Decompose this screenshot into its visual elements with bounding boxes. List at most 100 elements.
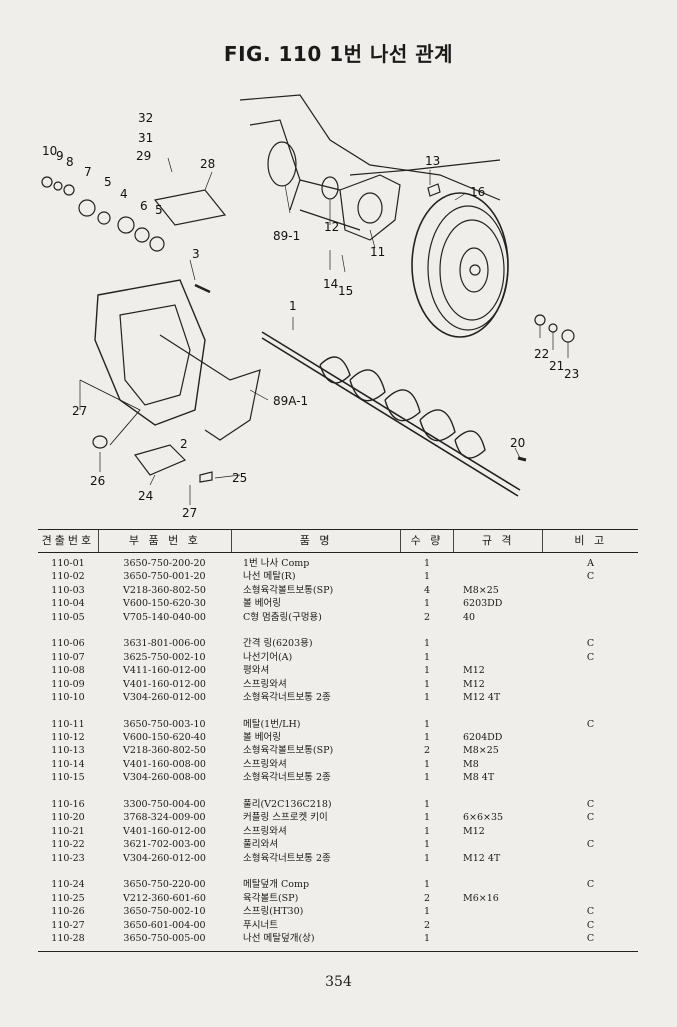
cell-part-no: 3300-750-004-00 xyxy=(123,799,206,811)
snap-ring-5 xyxy=(134,227,150,243)
cell-qty: 1 xyxy=(423,799,431,811)
cell-spec: M12 4T xyxy=(463,691,501,703)
callout-9: 9 xyxy=(56,149,64,163)
cell-qty: 2 xyxy=(423,919,431,931)
cell-remarks xyxy=(543,597,638,610)
gear-metal-housing xyxy=(94,279,206,426)
cell-part-no: 3650-750-005-00 xyxy=(123,932,206,944)
cell-spec xyxy=(453,651,543,664)
callout-3: 3 xyxy=(192,247,200,261)
cell-part-no xyxy=(98,704,231,717)
pulley-bore xyxy=(469,264,481,276)
callout-2: 2 xyxy=(180,437,188,451)
cell-qty: 1 xyxy=(423,772,431,784)
cell-part-name xyxy=(231,865,401,878)
cell-spec xyxy=(453,838,543,851)
cell-remarks xyxy=(543,678,638,691)
spacer-6 xyxy=(97,211,111,225)
cell-spec: 40 xyxy=(463,611,476,623)
cell-ref-no: 110-09 xyxy=(51,678,85,690)
cell-part-name: 나선 메탈덮개(상) xyxy=(243,932,315,944)
callout-24: 24 xyxy=(138,489,153,503)
cell-qty: 1 xyxy=(423,598,431,610)
callout-25: 25 xyxy=(232,471,247,485)
callout-15: 15 xyxy=(338,284,353,298)
cell-part-no: V401-160-012-00 xyxy=(123,678,206,690)
cell-ref-no: 110-07 xyxy=(51,651,85,663)
washer-9 xyxy=(53,181,63,191)
cell-part-no: V218-360-802-50 xyxy=(123,745,206,757)
callout-16: 16 xyxy=(470,185,485,199)
cell-ref-no: 110-21 xyxy=(51,825,85,837)
cell-part-name xyxy=(231,785,401,798)
cell-spec xyxy=(453,570,543,583)
cell-qty: 1 xyxy=(423,571,431,583)
cell-remarks xyxy=(543,865,638,878)
cell-part-name: 소형육각너트보통 2종 xyxy=(243,852,331,864)
cell-ref-no: 110-10 xyxy=(51,691,85,703)
cell-spec xyxy=(453,919,543,932)
gear-metal-inner xyxy=(119,304,191,406)
callout-4: 4 xyxy=(120,187,128,201)
washer-21 xyxy=(548,323,558,333)
cell-ref-no: 110-16 xyxy=(51,799,85,811)
cell-part-no: 3650-750-003-10 xyxy=(123,718,206,730)
callout-23: 23 xyxy=(564,367,579,381)
cell-part-no: V304-260-012-00 xyxy=(123,852,206,864)
callout-89a-1: 89A-1 xyxy=(273,394,308,408)
metal-plate xyxy=(159,334,261,441)
cell-qty: 4 xyxy=(423,584,431,596)
cell-part-no: 3650-750-220-00 xyxy=(123,879,206,891)
figure-title: FIG. 110 1번 나선 관계 xyxy=(223,42,454,66)
cell-remarks xyxy=(543,704,638,717)
table-spacer-row xyxy=(38,785,638,798)
cell-part-no: V600-150-620-40 xyxy=(123,732,206,744)
cell-remarks xyxy=(543,785,638,798)
cell-spec xyxy=(453,785,543,798)
washer-22 xyxy=(534,314,546,326)
cell-qty: 1 xyxy=(423,758,431,770)
callout-29: 29 xyxy=(136,149,151,163)
header-spec: 규 격 xyxy=(454,530,544,552)
cell-ref-no: 110-06 xyxy=(51,638,85,650)
cell-spec xyxy=(453,557,543,570)
cell-ref-no: 110-03 xyxy=(51,584,85,596)
cell-spec xyxy=(453,718,543,731)
cell-remarks xyxy=(543,744,638,757)
cell-remarks: C xyxy=(586,879,595,891)
callout-6: 6 xyxy=(140,199,148,213)
cell-part-no: 3768-324-009-00 xyxy=(123,812,206,824)
cell-spec xyxy=(453,798,543,811)
cell-part-name: 스프링(HT30) xyxy=(243,906,304,918)
cell-spec: 6204DD xyxy=(463,732,503,744)
cell-remarks xyxy=(543,584,638,597)
cell-part-no: V218-360-802-50 xyxy=(123,584,206,596)
cell-part-no: V401-160-012-00 xyxy=(123,825,206,837)
cell-spec: 6×6×35 xyxy=(463,812,504,824)
cell-spec xyxy=(453,878,543,891)
callout-20: 20 xyxy=(510,436,525,450)
cell-remarks: C xyxy=(586,651,595,663)
housing-hole xyxy=(267,141,297,187)
cell-ref-no: 110-25 xyxy=(51,892,85,904)
exploded-view-drawing: 32 31 29 28 10 9 8 7 5 4 6 5 3 13 16 89-… xyxy=(41,94,579,520)
cell-remarks xyxy=(543,758,638,771)
cell-qty: 1 xyxy=(423,839,431,851)
cell-qty xyxy=(401,624,453,637)
cell-qty: 1 xyxy=(423,558,431,569)
cell-part-no: V411-160-012-00 xyxy=(123,665,206,677)
cell-part-no: V401-160-008-00 xyxy=(123,758,206,770)
callout-8: 8 xyxy=(66,155,74,169)
bearing-housing xyxy=(339,174,401,241)
